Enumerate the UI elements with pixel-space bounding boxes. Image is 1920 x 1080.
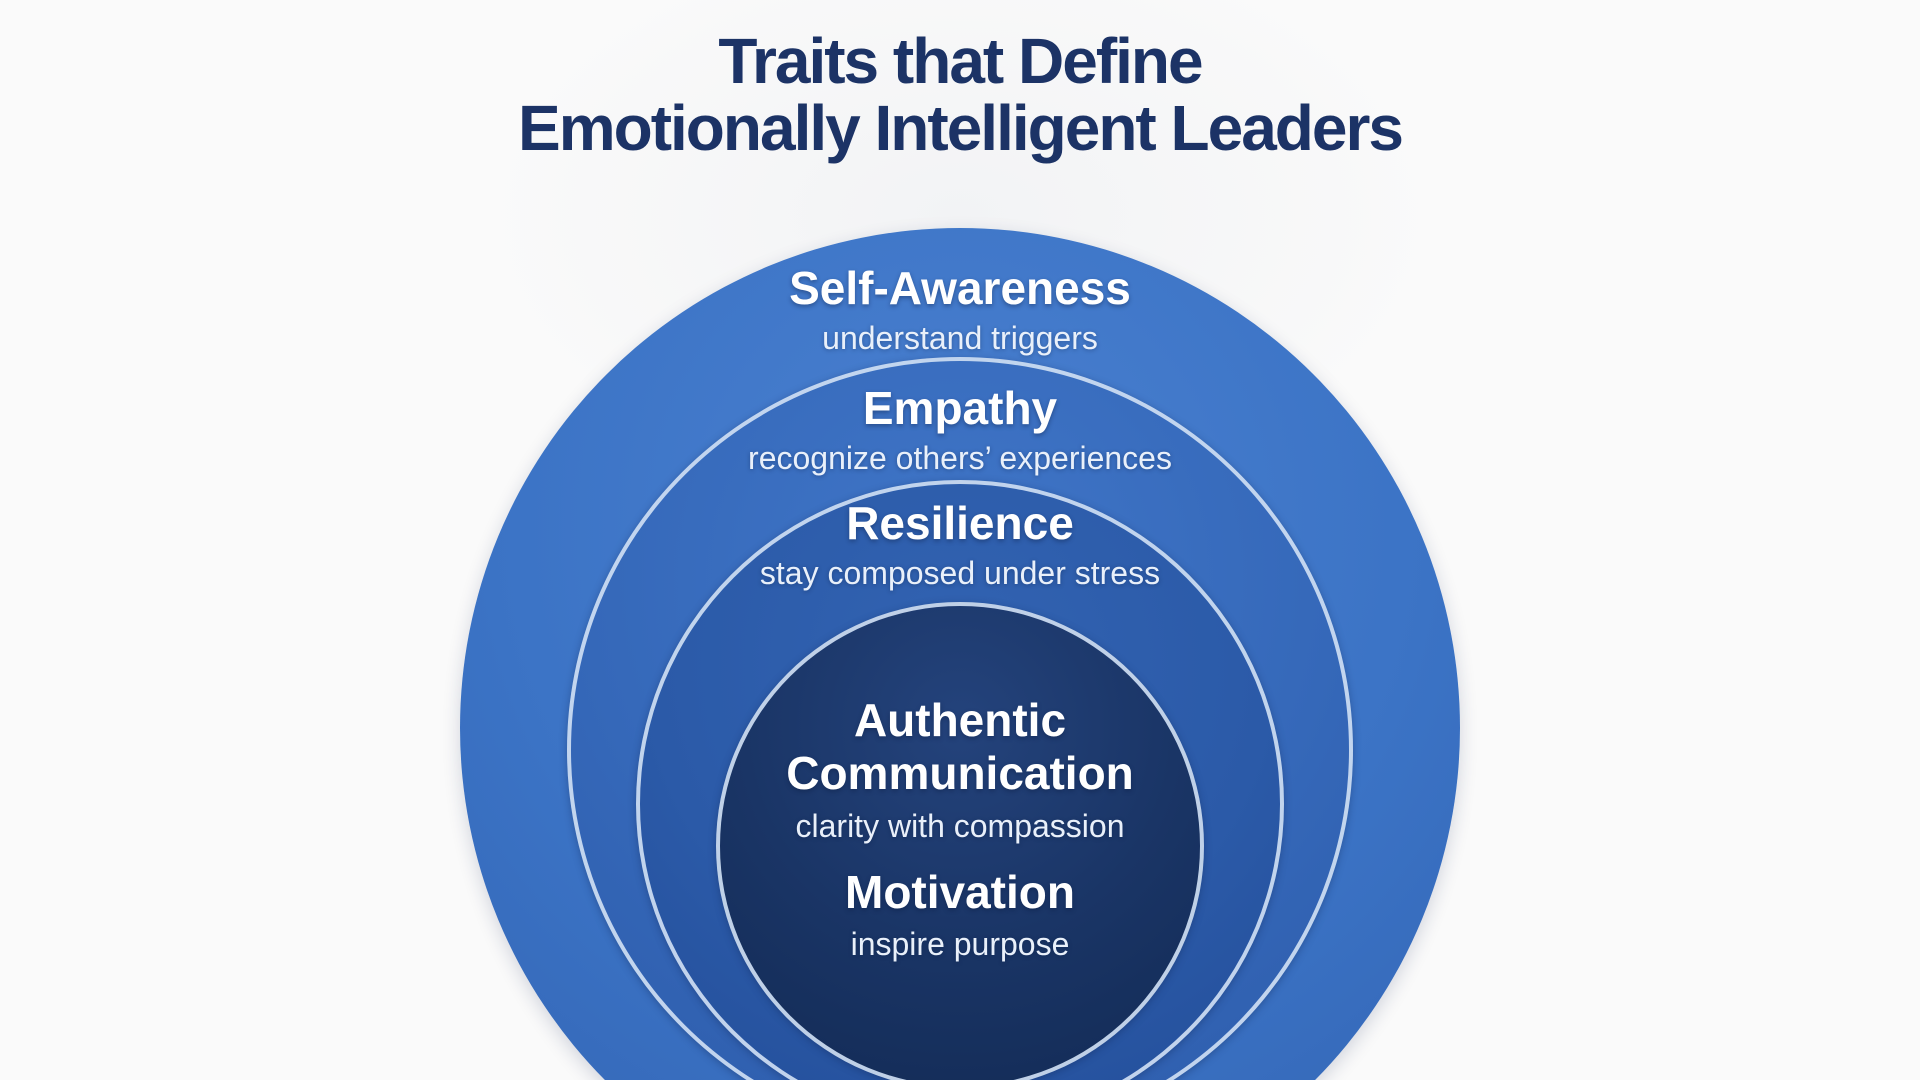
circle-authentic-communication-motivation — [716, 602, 1204, 1080]
page-title-line-1: Traits that Define — [718, 25, 1203, 97]
page-title: Traits that Define Emotionally Intellige… — [0, 25, 1920, 165]
page-title-line-2: Emotionally Intelligent Leaders — [518, 92, 1404, 165]
